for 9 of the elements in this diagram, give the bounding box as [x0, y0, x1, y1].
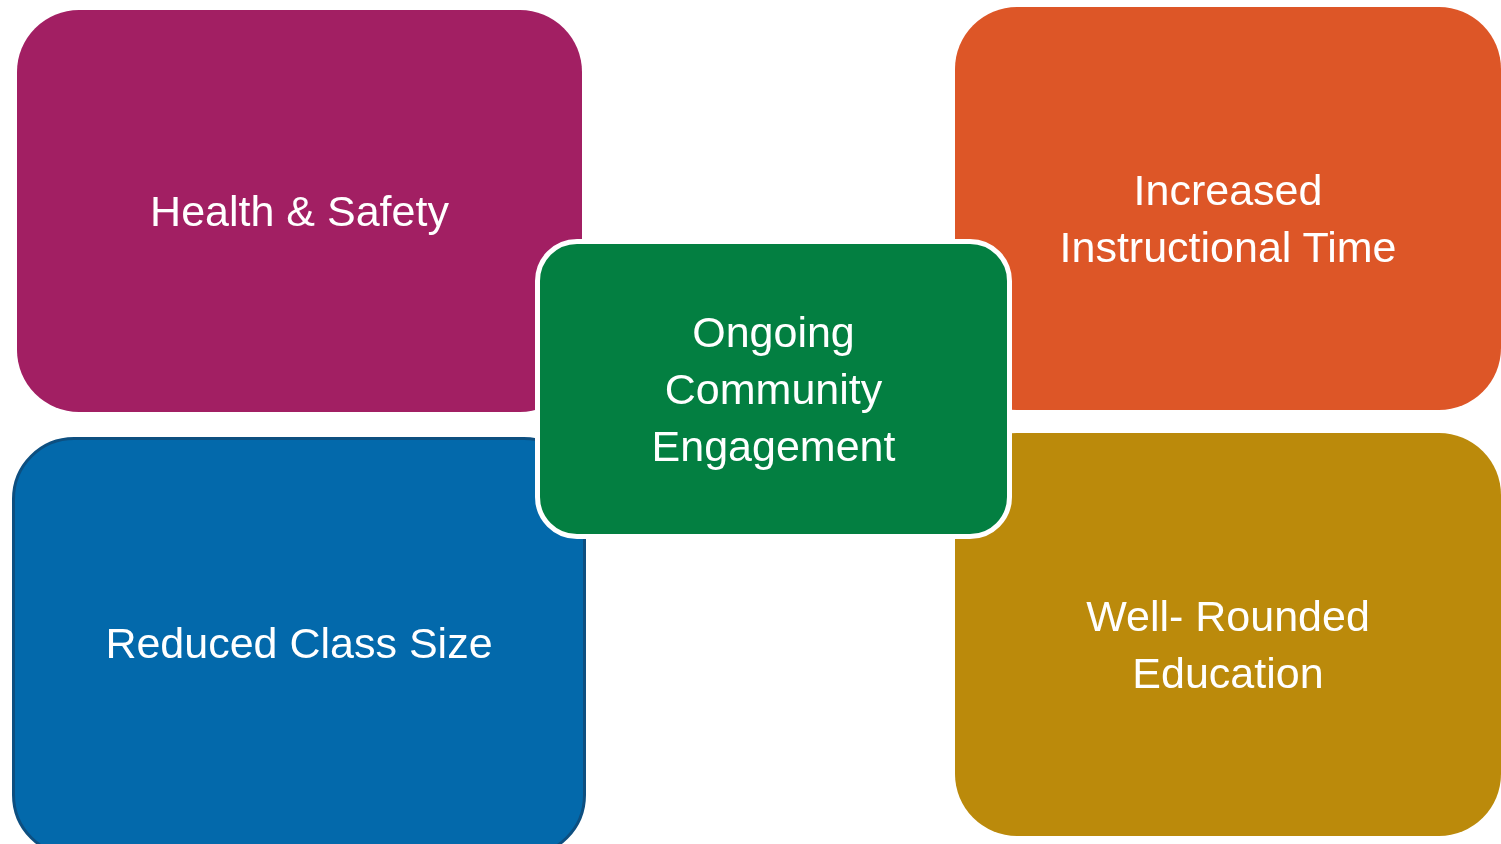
box-label: Well- Rounded Education: [1085, 590, 1371, 699]
box-label: Health & Safety: [150, 185, 449, 237]
rounded-box: [17, 10, 582, 412]
box-label: Increased Instructional Time: [1058, 164, 1398, 273]
rounded-box: [955, 7, 1501, 410]
rounded-box: [955, 433, 1501, 836]
box-label: Reduced Class Size: [105, 617, 493, 669]
box-label: Ongoing Community Engagement: [650, 306, 897, 472]
rounded-box: [12, 437, 586, 844]
